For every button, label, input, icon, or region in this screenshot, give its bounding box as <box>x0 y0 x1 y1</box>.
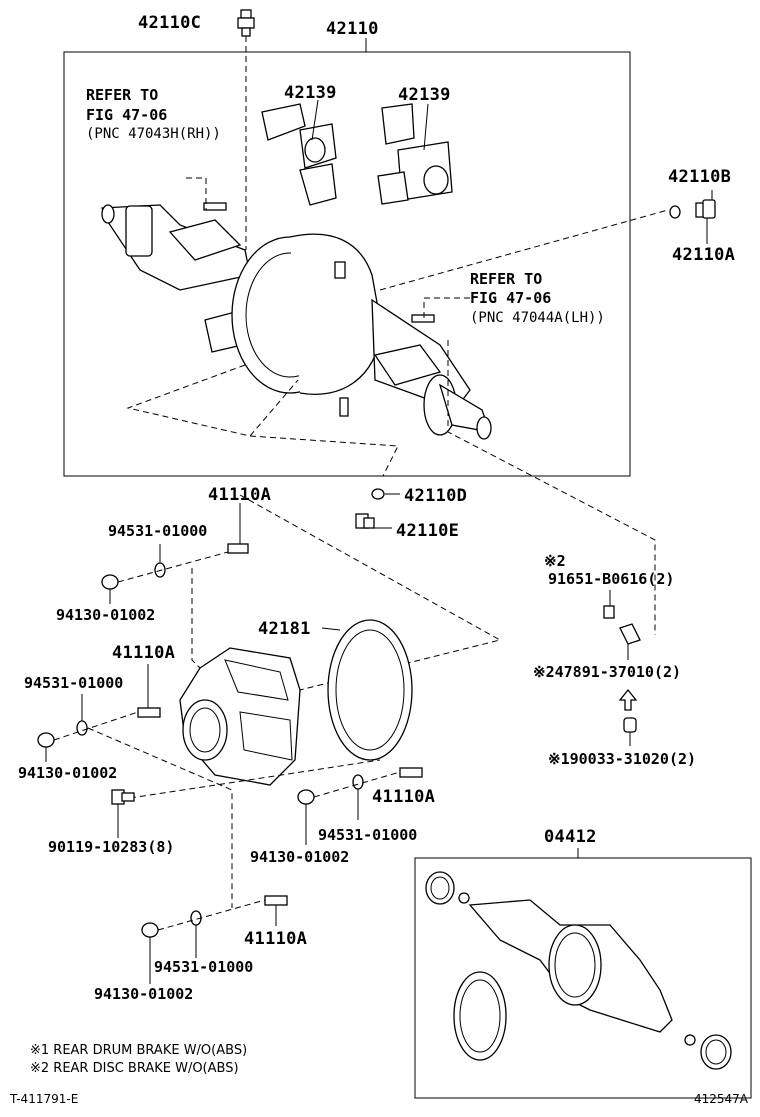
footnote-1: ※1 REAR DRUM BRAKE W/O(ABS) <box>30 1043 247 1058</box>
leader-carrier-bottom <box>87 727 233 908</box>
leader-carrier-left <box>191 568 201 669</box>
label-42110B: 42110B <box>668 167 731 187</box>
stud-group-2 <box>37 664 161 762</box>
label-42110: 42110 <box>326 19 379 39</box>
label-94130-1: 94130-01002 <box>56 606 155 624</box>
leader-refer-lh <box>423 297 470 318</box>
part-190033 <box>623 717 637 746</box>
leader-refer-rh <box>186 177 207 210</box>
refer-lh-line3: (PNC 47044A(LH)) <box>470 310 605 326</box>
label-42110D: 42110D <box>404 486 467 506</box>
label-94130-2: 94130-01002 <box>18 764 117 782</box>
washer-42110D <box>371 488 385 500</box>
stud-group-1 <box>101 503 249 604</box>
plug-42110A <box>695 199 716 219</box>
leader-bolt <box>129 759 381 799</box>
label-94531-3: 94531-01000 <box>318 826 417 844</box>
label-94130-4: 94130-01002 <box>94 985 193 1003</box>
refer-lh-line1: REFER TO <box>470 270 542 288</box>
sensor-47891 <box>619 623 641 660</box>
kit-group-box <box>414 857 752 1099</box>
stud-group-3 <box>297 767 423 845</box>
label-47891: ※247891-37010(2) <box>533 663 681 681</box>
label-42139-right: 42139 <box>398 85 451 105</box>
label-41110A-right: 41110A <box>372 787 435 807</box>
label-94531-2: 94531-01000 <box>24 674 123 692</box>
label-90119: 90119-10283(8) <box>48 838 174 856</box>
washer-42110B <box>669 205 681 219</box>
bracket-42139-left <box>261 99 337 206</box>
refer-lh-line2: FIG 47-06 <box>470 289 551 307</box>
label-190033: ※190033-31020(2) <box>548 750 696 768</box>
leader-housing-left <box>126 364 299 437</box>
label-42110C: 42110C <box>138 13 201 33</box>
bolt-91651 <box>603 590 615 619</box>
carrier-41110A <box>179 647 301 786</box>
label-94130-3: 94130-01002 <box>250 848 349 866</box>
label-41110A-bottom: 41110A <box>244 929 307 949</box>
illustration-code-left: T-411791-E <box>9 1092 78 1106</box>
label-41110A-mid: 41110A <box>112 643 175 663</box>
gasket-42181 <box>327 619 413 761</box>
label-42139-left: 42139 <box>284 83 337 103</box>
leader-housing-right <box>447 340 656 635</box>
arrow-up <box>618 688 638 711</box>
illustration-code-right: 412547A <box>694 1092 749 1106</box>
refer-rh-line1: REFER TO <box>86 86 158 104</box>
stud-group-4 <box>141 895 288 984</box>
label-42110A: 42110A <box>672 245 735 265</box>
breather-plug-42110C <box>237 9 255 250</box>
plug-42110E <box>355 513 375 529</box>
axle-housing-42110 <box>101 202 492 440</box>
bracket-42139-right <box>377 103 453 205</box>
label-94531-4: 94531-01000 <box>154 958 253 976</box>
label-04412: 04412 <box>544 827 597 847</box>
label-42181: 42181 <box>258 619 311 639</box>
overhaul-kit-04412 <box>425 848 732 1070</box>
label-91651: 91651-B0616(2) <box>548 570 674 588</box>
footnote-2: ※2 REAR DISC BRAKE W/O(ABS) <box>30 1061 239 1076</box>
label-94531-1: 94531-01000 <box>108 522 207 540</box>
refer-rh-line2: FIG 47-06 <box>86 106 167 124</box>
refer-rh-line3: (PNC 47043H(RH)) <box>86 126 221 142</box>
housing-group-box <box>63 51 631 477</box>
label-41110A-top: 41110A <box>208 485 271 505</box>
leader-housing-drain <box>249 435 399 477</box>
label-42110E: 42110E <box>396 521 459 541</box>
bolt-90119 <box>111 789 135 838</box>
label-mark2: ※2 <box>544 552 566 570</box>
